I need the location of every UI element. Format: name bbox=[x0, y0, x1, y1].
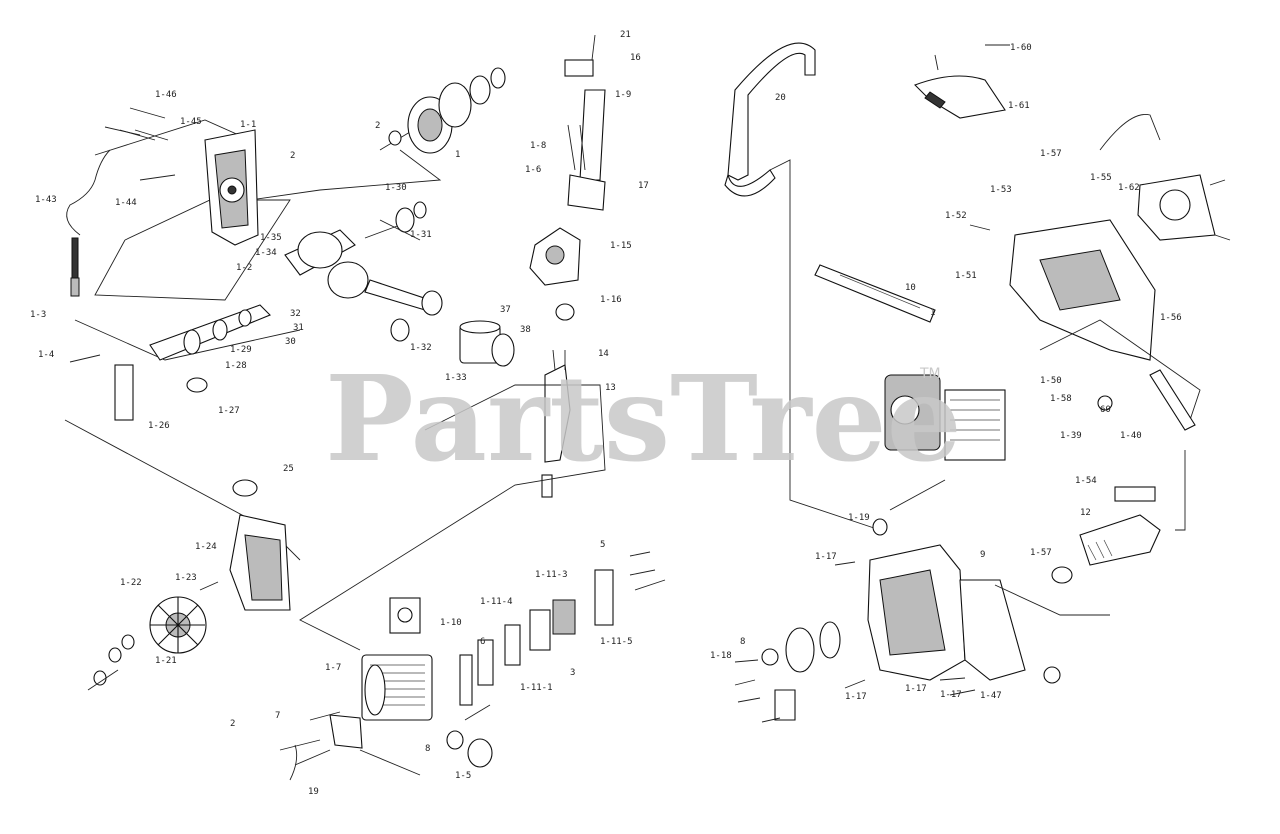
callout-label: 16 bbox=[630, 53, 641, 63]
callout-label: 1-61 bbox=[1008, 101, 1030, 111]
callout-label: 1-57 bbox=[1030, 548, 1052, 558]
callout-label: 1-34 bbox=[255, 248, 277, 258]
callout-label: 38 bbox=[520, 325, 531, 335]
callout-label: 60 bbox=[1100, 405, 1111, 415]
callout-label: 1-32 bbox=[410, 343, 432, 353]
callout-label: 6 bbox=[480, 637, 485, 647]
callout-label: 37 bbox=[500, 305, 511, 315]
callout-label: 1-53 bbox=[990, 185, 1012, 195]
callout-label: 12 bbox=[1080, 508, 1091, 518]
callout-label: 1-6 bbox=[525, 165, 541, 175]
callout-label: 1-19 bbox=[848, 513, 870, 523]
callout-label: 1 bbox=[455, 150, 460, 160]
callout-label: 1-51 bbox=[955, 271, 977, 281]
handle-column-group bbox=[299, 34, 606, 651]
callout-label: 1-58 bbox=[1050, 394, 1072, 404]
callout-label: 1-56 bbox=[1160, 313, 1182, 323]
callout-label: 1-11-4 bbox=[480, 597, 513, 607]
callout-label: 1-2 bbox=[236, 263, 252, 273]
callout-label: 21 bbox=[620, 30, 631, 40]
callout-label: 1-54 bbox=[1075, 476, 1097, 486]
callout-label: 1-39 bbox=[1060, 431, 1082, 441]
callout-label: 1-10 bbox=[440, 618, 462, 628]
callout-label: 1-31 bbox=[410, 230, 432, 240]
callout-label: 1-43 bbox=[35, 195, 57, 205]
callout-label: 30 bbox=[285, 337, 296, 347]
callout-label: 2 bbox=[290, 151, 295, 161]
callout-label: 8 bbox=[425, 744, 430, 754]
callout-label: 1-11-5 bbox=[600, 637, 633, 647]
bolt-icon bbox=[734, 179, 1231, 723]
callout-label: 1-8 bbox=[530, 141, 546, 151]
callout-label: 1-17 bbox=[905, 684, 927, 694]
callout-label: 1-18 bbox=[710, 651, 732, 661]
callout-label: 2 bbox=[230, 719, 235, 729]
callout-label: 1-62 bbox=[1118, 183, 1140, 193]
callout-label: 1-3 bbox=[30, 310, 46, 320]
callout-label: 1-52 bbox=[945, 211, 967, 221]
callout-label: 20 bbox=[775, 93, 786, 103]
callout-label: 1-7 bbox=[325, 663, 341, 673]
callout-label: 7 bbox=[275, 711, 280, 721]
callout-label: 1-40 bbox=[1120, 431, 1142, 441]
bolt-icon bbox=[629, 551, 666, 591]
callout-label: 1-21 bbox=[155, 656, 177, 666]
callout-label: 5 bbox=[600, 540, 605, 550]
callout-labels: 1-46 1-45 2 1-43 1-44 1-1 1-3 1-2 1-4 1-… bbox=[30, 30, 1182, 797]
callout-label: 1-50 bbox=[1040, 376, 1062, 386]
callout-label: 10 bbox=[905, 283, 916, 293]
callout-label: 1-9 bbox=[615, 90, 631, 100]
callout-label: 1-22 bbox=[120, 578, 142, 588]
callout-label: 1-57 bbox=[1040, 149, 1062, 159]
callout-label: 1-17 bbox=[845, 692, 867, 702]
callout-label: 1 bbox=[930, 308, 935, 318]
callout-label: 1-5 bbox=[455, 771, 471, 781]
front-handle-group bbox=[724, 42, 1231, 723]
callout-label: 1-17 bbox=[815, 552, 837, 562]
callout-label: 1-28 bbox=[225, 361, 247, 371]
callout-label: 1-46 bbox=[155, 90, 177, 100]
callout-label: 1-60 bbox=[1010, 43, 1032, 53]
callout-label: 1-4 bbox=[38, 350, 54, 360]
callout-label: 3 bbox=[570, 668, 575, 678]
callout-label: 1-24 bbox=[195, 542, 217, 552]
watermark-trademark: TM bbox=[919, 366, 941, 382]
callout-label: 1-23 bbox=[175, 573, 197, 583]
callout-label: 1-16 bbox=[600, 295, 622, 305]
callout-label: 17 bbox=[638, 181, 649, 191]
watermark: PartsTree TM bbox=[325, 349, 962, 488]
callout-label: 32 bbox=[290, 309, 301, 319]
callout-label: 13 bbox=[605, 383, 616, 393]
callout-label: 1-47 bbox=[980, 691, 1002, 701]
watermark-text: PartsTree bbox=[325, 349, 962, 488]
callout-label: 1-1 bbox=[240, 120, 256, 130]
callout-label: 9 bbox=[980, 550, 985, 560]
callout-label: 1-26 bbox=[148, 421, 170, 431]
callout-label: 1-45 bbox=[180, 117, 202, 127]
bolt-icon bbox=[104, 107, 176, 181]
callout-label: 8 bbox=[740, 637, 745, 647]
crankcase-group bbox=[64, 67, 515, 691]
callout-label: 1-17 bbox=[940, 690, 962, 700]
cylinder-group bbox=[279, 551, 666, 781]
callout-label: 1-27 bbox=[218, 406, 240, 416]
callout-label: 19 bbox=[308, 787, 319, 797]
callout-label: 2 bbox=[375, 121, 380, 131]
callout-label: 14 bbox=[598, 349, 609, 359]
callout-label: 1-55 bbox=[1090, 173, 1112, 183]
callout-label: 1-11-3 bbox=[535, 570, 568, 580]
callout-label: 1-35 bbox=[260, 233, 282, 243]
callout-label: 1-30 bbox=[385, 183, 407, 193]
callout-label: 1-11-1 bbox=[520, 683, 553, 693]
callout-label: 1-29 bbox=[230, 345, 252, 355]
callout-label: 1-33 bbox=[445, 373, 467, 383]
callout-label: 1-15 bbox=[610, 241, 632, 251]
callout-label: 1-44 bbox=[115, 198, 137, 208]
callout-label: 31 bbox=[293, 323, 304, 333]
callout-label: 25 bbox=[283, 464, 294, 474]
